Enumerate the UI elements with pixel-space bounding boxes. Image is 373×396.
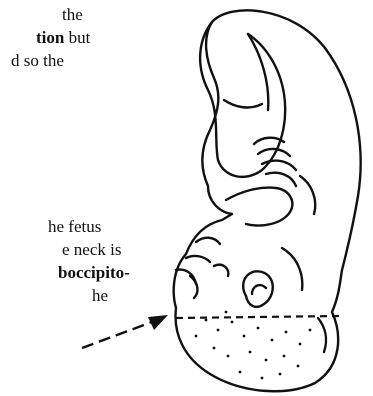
hand-fingers bbox=[254, 138, 296, 186]
leg-outline bbox=[200, 22, 285, 177]
ear-outline bbox=[243, 271, 273, 307]
eye-brow bbox=[196, 238, 220, 244]
arm-outline bbox=[226, 188, 292, 226]
arrow-icon bbox=[82, 315, 168, 348]
dashed-line bbox=[176, 316, 340, 318]
hair-stipple bbox=[195, 311, 312, 380]
